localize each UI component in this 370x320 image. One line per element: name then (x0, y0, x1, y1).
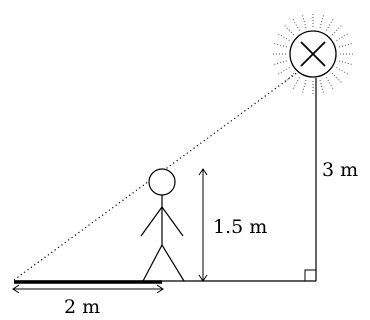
person-height-label: 1.5 m (213, 216, 267, 238)
person-head (148, 168, 176, 196)
glow-ray (301, 79, 307, 95)
glow-ray (291, 17, 300, 31)
glow-ray (338, 42, 354, 48)
right-angle-marker (304, 269, 316, 281)
person-left-arm (140, 206, 163, 237)
stick-figure-person (140, 168, 185, 282)
glow-ray (272, 60, 288, 66)
glow-ray (276, 67, 290, 76)
person-left-leg (142, 244, 163, 282)
glow-ray (326, 17, 335, 31)
glow-ray (282, 72, 295, 85)
glow-ray (336, 67, 350, 76)
glow-ray (338, 60, 354, 66)
glow-ray (336, 32, 350, 41)
shadow-length-label: 2 m (64, 296, 100, 318)
glow-ray (272, 42, 288, 48)
glow-ray (319, 79, 325, 95)
glow-ray (331, 72, 344, 85)
lamp-glow-rays (271, 12, 355, 96)
lamp-circle-x-icon (289, 30, 337, 78)
shadow-length-arrow (12, 284, 164, 294)
glow-ray (291, 77, 300, 91)
glow-ray (276, 32, 290, 41)
glow-ray (301, 13, 307, 29)
glow-ray (319, 13, 325, 29)
glow-ray (331, 23, 344, 36)
lamp-height-label: 3 m (322, 159, 358, 181)
person-right-arm (161, 206, 184, 237)
person-height-arrow (198, 168, 208, 282)
glow-ray (282, 23, 295, 36)
person-right-leg (161, 244, 185, 282)
glow-ray (326, 77, 335, 91)
